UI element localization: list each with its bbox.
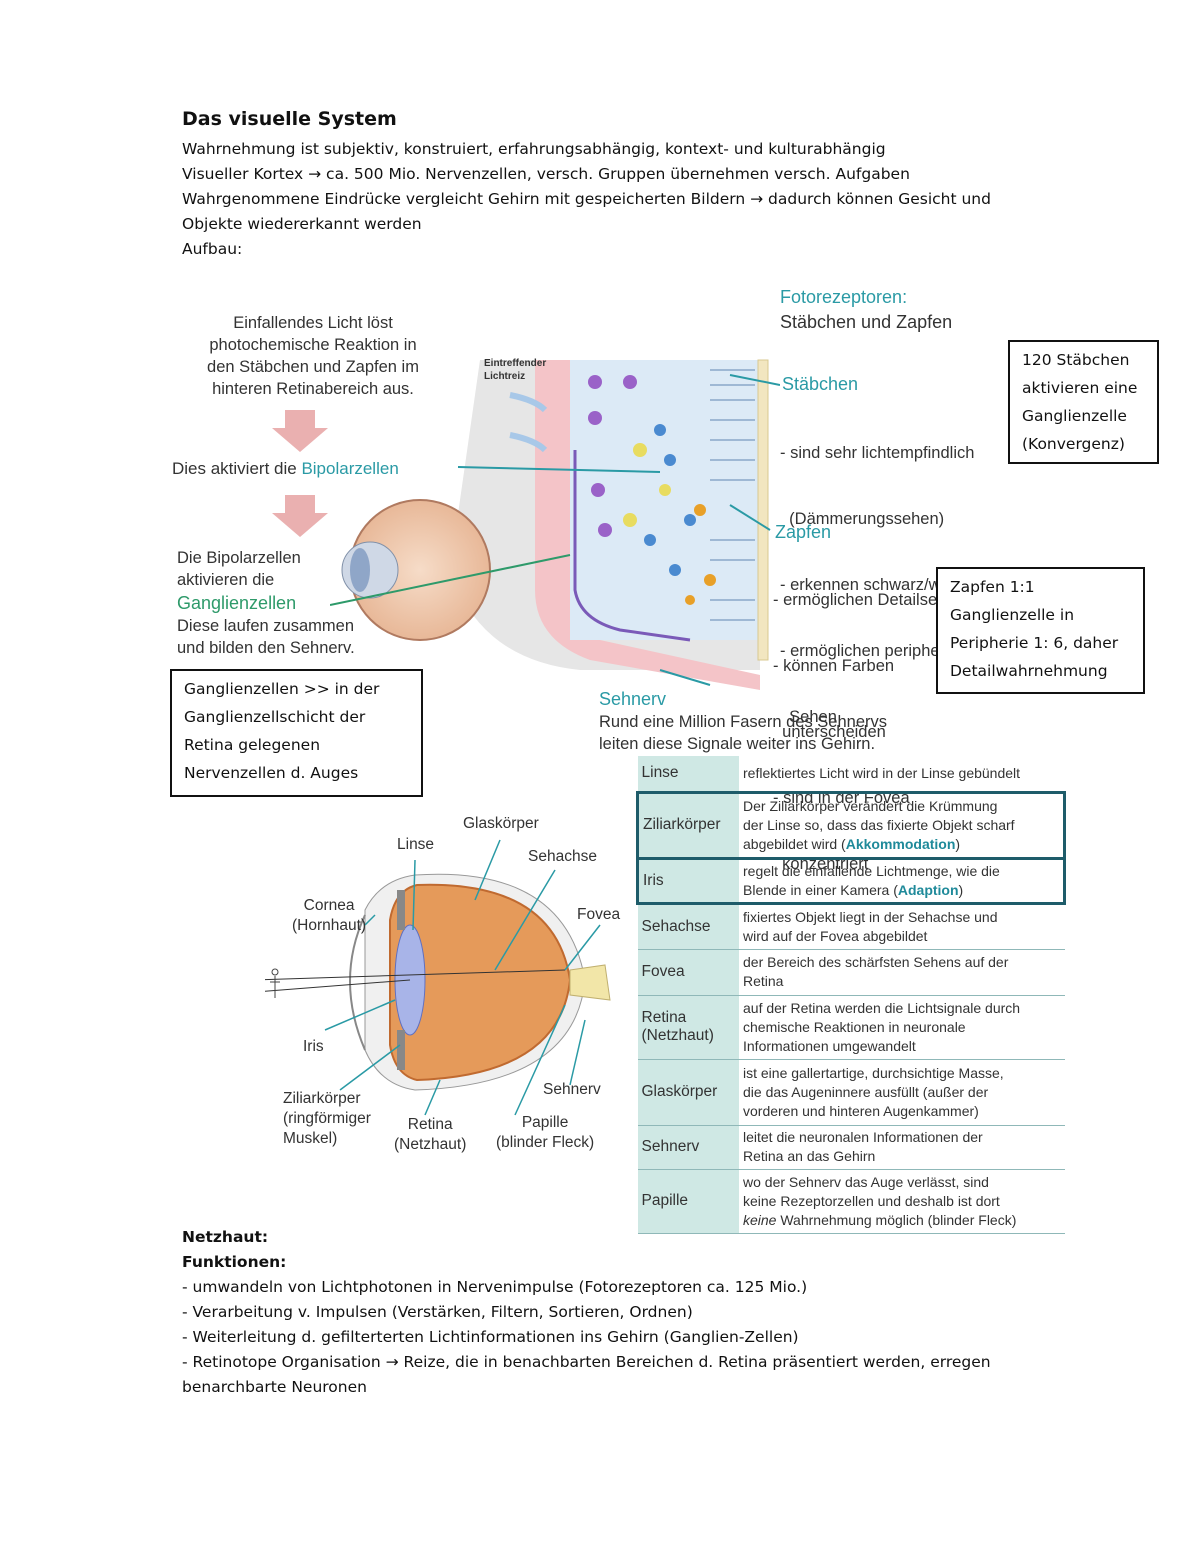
- intro-line: Wahrnehmung ist subjektiv, konstruiert, …: [182, 140, 886, 158]
- table-desc: wo der Sehnerv das Auge verlässt, sind k…: [739, 1169, 1065, 1234]
- step3-text: Die Bipolarzellen aktivieren die Ganglie…: [177, 549, 355, 657]
- label-linse: Linse: [397, 836, 435, 853]
- step1-text: Einfallendes Licht löst photochemische R…: [207, 314, 419, 398]
- table-desc: leitet die neuronalen Informationen der …: [739, 1125, 1065, 1170]
- table-row: Ziliarkörper Der Ziliarkörper verändert …: [636, 790, 1066, 860]
- photoreceptor-title: Fotorezeptoren:: [780, 287, 908, 307]
- retina-functions: Netzhaut: Funktionen: - umwandeln von Li…: [182, 1225, 1082, 1400]
- label-sehnerv: Sehnerv: [543, 1081, 601, 1098]
- table-desc: auf der Retina werden die Lichtsignale d…: [739, 995, 1065, 1060]
- light-label: Eintreffender Lichtreiz: [484, 358, 547, 382]
- list-item: benarchbarte Neuronen: [182, 1378, 367, 1396]
- table-desc: fixiertes Objekt liegt in der Sehachse u…: [739, 903, 1065, 950]
- table-row: Linse reflektiertes Licht wird in der Li…: [637, 756, 1065, 793]
- step2-text: Dies aktiviert die Bipolarzellen: [172, 459, 399, 478]
- list-item: - Verarbeitung v. Impulsen (Verstärken, …: [182, 1303, 693, 1321]
- table-term: Linse: [637, 756, 739, 793]
- table-term: Papille: [637, 1169, 739, 1234]
- section-heading: Funktionen:: [182, 1253, 287, 1271]
- table-term: Fovea: [637, 949, 739, 996]
- list-item: - Retinotope Organisation → Reize, die i…: [182, 1353, 991, 1371]
- label-ziliar: Ziliarkörper (ringförmiger Muskel): [283, 1090, 371, 1147]
- label-cornea: Cornea (Hornhaut): [292, 897, 367, 934]
- table-desc: der Bereich des schärfsten Sehens auf de…: [739, 949, 1065, 996]
- nerve-text: Rund eine Million Fasern des Sehnervs le…: [599, 713, 887, 753]
- note-convergence: 120 Stäbchen aktivieren eine Ganglienzel…: [1008, 340, 1159, 464]
- label-papille: Papille (blinder Fleck): [496, 1114, 595, 1151]
- cones-title: Zapfen: [775, 522, 832, 542]
- eye-parts-table: Linse reflektiertes Licht wird in der Li…: [636, 756, 1066, 1234]
- label-retina: Retina (Netzhaut): [394, 1116, 467, 1153]
- photoreceptor-sub: Stäbchen und Zapfen: [780, 312, 953, 332]
- label-fovea: Fovea: [577, 906, 621, 923]
- table-row: Sehnerv leitet die neuronalen Informatio…: [637, 1125, 1065, 1170]
- label-sehachse: Sehachse: [528, 848, 597, 865]
- intro-line: Aufbau:: [182, 240, 243, 258]
- table-row: Glaskörper ist eine gallertartige, durch…: [637, 1059, 1065, 1126]
- table-row: Retina (Netzhaut) auf der Retina werden …: [637, 995, 1065, 1060]
- table-desc: reflektiertes Licht wird in der Linse ge…: [739, 756, 1065, 793]
- label-iris: Iris: [303, 1038, 324, 1055]
- flow-arrows: [272, 410, 328, 537]
- table-desc: Der Ziliarkörper verändert die Krümmung …: [739, 790, 1066, 860]
- eye-illustration: [265, 839, 611, 1116]
- rods-title: Stäbchen: [782, 374, 859, 394]
- nerve-title: Sehnerv: [599, 689, 667, 709]
- label-glaskoerper: Glaskörper: [463, 815, 539, 832]
- table-term: Sehachse: [637, 903, 739, 950]
- intro-line: Objekte wiedererkannt werden: [182, 215, 422, 233]
- table-term: Glaskörper: [637, 1059, 739, 1126]
- intro-block: Wahrnehmung ist subjektiv, konstruiert, …: [182, 137, 1082, 262]
- note-cones-ratio: Zapfen 1:1 Ganglienzelle in Peripherie 1…: [936, 567, 1145, 694]
- table-term: Sehnerv: [637, 1125, 739, 1170]
- list-item: - Weiterleitung d. gefilterterten Lichti…: [182, 1328, 799, 1346]
- table-row: Fovea der Bereich des schärfsten Sehens …: [637, 949, 1065, 996]
- table-term: Ziliarkörper: [636, 790, 739, 860]
- table-desc: regelt die einfallende Lichtmenge, wie d…: [739, 856, 1066, 905]
- list-item: - umwandeln von Lichtphotonen in Nerveni…: [182, 1278, 808, 1296]
- table-row: Iris regelt die einfallende Lichtmenge, …: [636, 856, 1066, 905]
- table-row: Papille wo der Sehnerv das Auge verlässt…: [637, 1169, 1065, 1234]
- table-term: Retina (Netzhaut): [637, 995, 739, 1060]
- intro-line: Visueller Kortex → ca. 500 Mio. Nervenze…: [182, 165, 910, 183]
- rods-list: - sind sehr lichtempfindlich (Dämmerungs…: [780, 444, 975, 726]
- retina-illustration: [330, 359, 780, 690]
- page-title: Das visuelle System: [182, 108, 397, 130]
- section-heading: Netzhaut:: [182, 1228, 269, 1246]
- table-row: Sehachse fixiertes Objekt liegt in der S…: [637, 903, 1065, 950]
- table-desc: ist eine gallertartige, durchsichtige Ma…: [739, 1059, 1065, 1126]
- note-ganglion: Ganglienzellen >> in der Ganglienzellsch…: [170, 669, 423, 797]
- intro-line: Wahrgenommene Eindrücke vergleicht Gehir…: [182, 190, 991, 208]
- table-term: Iris: [636, 856, 739, 905]
